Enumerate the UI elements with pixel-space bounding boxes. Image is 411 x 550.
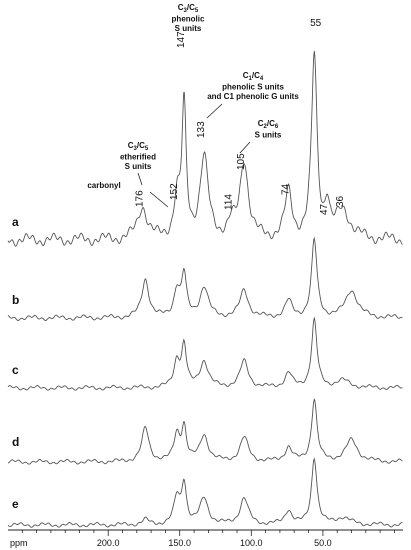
subscript: 5: [195, 8, 199, 14]
subscript: 3: [134, 146, 138, 152]
annotation-leader-line: [137, 172, 143, 186]
annotation-text: carbonyl: [87, 181, 120, 190]
x-tick-label: 150.0: [168, 538, 191, 548]
peak-label-47: 47: [319, 203, 330, 215]
annotation-leader-line: [149, 191, 169, 208]
subscript: 6: [275, 124, 279, 130]
annotation-line: C2/C6: [258, 119, 279, 130]
series-label-a: a: [12, 215, 19, 229]
spectra-group: [7, 50, 403, 528]
x-tick-label: 100.0: [240, 538, 263, 548]
slash: /C: [187, 3, 195, 12]
spectrum-line-b: [7, 236, 403, 321]
annotation-line: C3/C5: [178, 3, 199, 14]
subscript: 2: [264, 124, 268, 130]
annotation-0: carbonyl: [87, 181, 169, 208]
peak-label-105: 105: [236, 153, 247, 170]
peak-label-152: 152: [169, 183, 180, 200]
spectrum-line-d: [7, 397, 403, 465]
peak-label-36: 36: [335, 195, 346, 207]
annotation-leader-line: [206, 103, 223, 119]
annotation-leader-line: [239, 141, 251, 154]
peak-label-114: 114: [223, 194, 234, 210]
series-label-d: d: [12, 435, 19, 449]
annotation-line: carbonyl: [87, 181, 120, 190]
annotation-line: S units: [125, 162, 152, 171]
subscript: 4: [260, 76, 264, 82]
annotation-line: S units: [175, 24, 202, 33]
annotation-line: etherified: [120, 153, 156, 162]
peak-label-133: 133: [196, 121, 207, 138]
annotation-line: and C1 phenolic G units: [207, 92, 299, 101]
slash: /C: [137, 141, 145, 150]
x-axis: 200.0 150.0 100.0 50.0 ppm: [8, 529, 403, 548]
series-labels: a b c d e: [12, 215, 19, 511]
spectrum-line-a: [7, 50, 403, 247]
annotation-line: C1/C4: [243, 71, 264, 82]
subscript: 5: [145, 146, 149, 152]
slash: /C: [252, 71, 260, 80]
annotation-line: C3/C5: [128, 141, 149, 152]
series-label-b: b: [12, 293, 19, 307]
peak-label-55: 55: [310, 18, 322, 29]
slash: /C: [267, 119, 275, 128]
spectrum-line-e: [7, 457, 403, 528]
series-label-c: c: [12, 363, 19, 377]
subscript: 1: [249, 76, 253, 82]
annotation-line: phenolic S units: [222, 83, 284, 92]
peak-label-74: 74: [281, 183, 292, 195]
annotation-line: phenolic: [172, 15, 205, 24]
subscript: 3: [184, 8, 188, 14]
x-tick-label: 50.0: [314, 538, 332, 548]
series-label-e: e: [12, 497, 19, 511]
spectrum-line-c: [7, 316, 403, 391]
peak-label-147: 147: [176, 31, 187, 48]
peak-label-176: 176: [135, 190, 146, 207]
annotation-line: S units: [255, 131, 282, 140]
x-axis-label: ppm: [10, 538, 28, 548]
x-tick-label: 200.0: [97, 538, 120, 548]
x-axis-ticks: 200.0 150.0 100.0 50.0: [21, 530, 395, 548]
